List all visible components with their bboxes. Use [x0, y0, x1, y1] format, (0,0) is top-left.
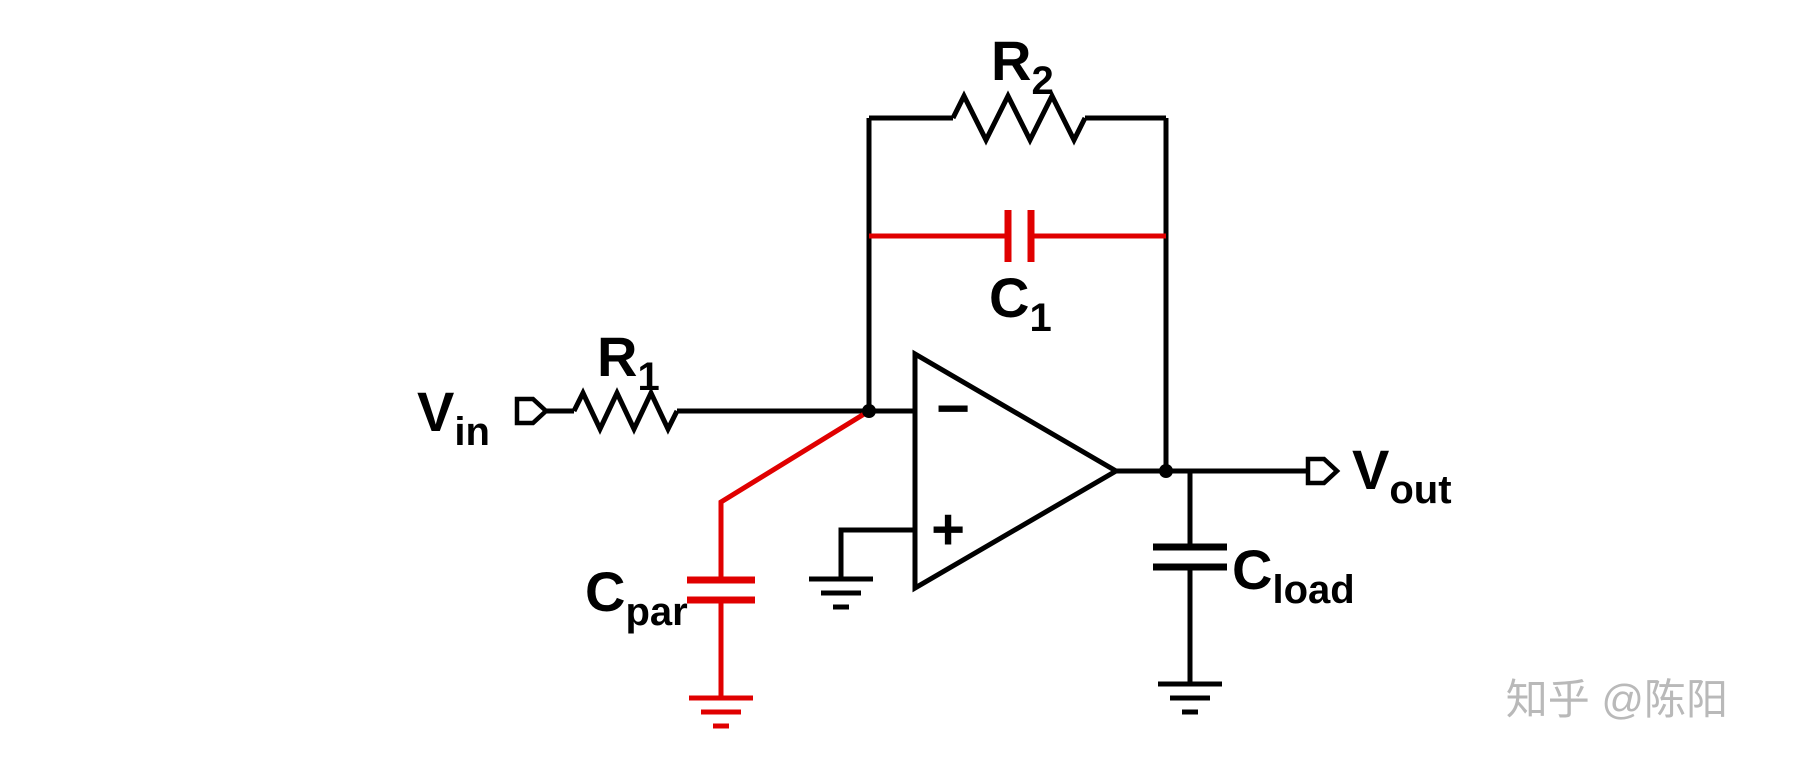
opamp-triangle [912, 349, 1121, 593]
resistor-r1-symbol [571, 387, 680, 435]
cload-label: Cload [1232, 538, 1355, 612]
r1-label: R1 [597, 325, 660, 399]
watermark: 知乎 @陈阳 [1506, 676, 1728, 723]
opamp-inverting-sign: − [936, 376, 970, 441]
vin-label: Vin [417, 380, 490, 454]
noninverting-input-wire [838, 527, 915, 579]
inverting-node-junction [862, 404, 876, 418]
output-node-junction [1159, 464, 1173, 478]
feedback-capacitor-c1 [869, 210, 1166, 262]
parasitic-capacitor-cpar [687, 408, 871, 729]
ground-icon [809, 576, 873, 610]
output-port-icon [1305, 456, 1341, 486]
resistor-r2-symbol [950, 90, 1088, 146]
ground-icon [1158, 681, 1222, 715]
input-port-icon [514, 396, 550, 426]
cpar-top-wire [718, 408, 871, 580]
c1-label: C1 [989, 266, 1052, 340]
cpar-label: Cpar [585, 560, 688, 634]
r2-label: R2 [991, 29, 1054, 103]
opamp-noninverting-sign: + [931, 497, 965, 562]
vout-label: Vout [1352, 438, 1452, 512]
ground-icon [689, 695, 753, 729]
